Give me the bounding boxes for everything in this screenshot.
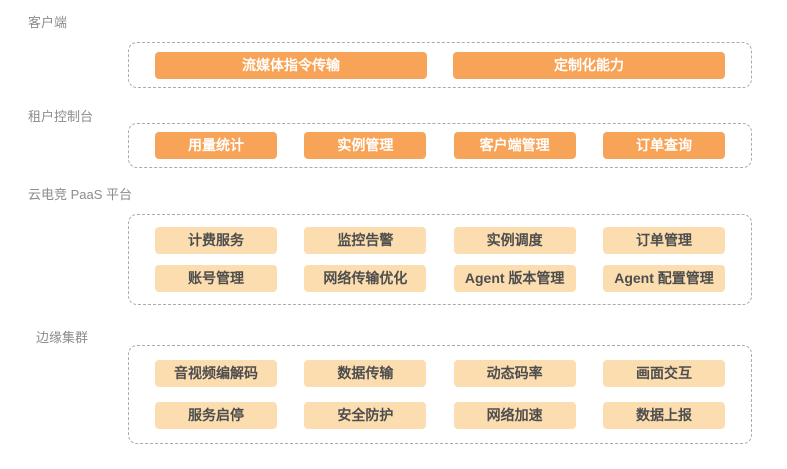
- module-button: 数据上报: [602, 401, 725, 429]
- module-button: 流媒体指令传输: [155, 51, 427, 79]
- section-label-tenant-console: 租户控制台: [28, 109, 94, 124]
- section-box-edge-cluster: 音视频编解码数据传输动态码率画面交互服务启停安全防护网络加速数据上报: [128, 345, 752, 444]
- module-button: 网络加速: [453, 401, 576, 429]
- module-button: 音视频编解码: [155, 360, 277, 388]
- module-button: Agent 配置管理: [602, 265, 725, 293]
- section-box-tenant-console: 用量统计实例管理客户端管理订单查询: [128, 123, 752, 168]
- section-label-client: 客户端: [28, 15, 68, 30]
- module-row: 流媒体指令传输定制化能力: [129, 51, 751, 79]
- module-button: 用量统计: [155, 132, 277, 159]
- module-row: 用量统计实例管理客户端管理订单查询: [129, 132, 751, 159]
- module-button: 定制化能力: [453, 51, 725, 79]
- module-button: 网络传输优化: [304, 265, 427, 293]
- module-button: 账号管理: [155, 265, 277, 293]
- module-button: 订单管理: [602, 226, 725, 254]
- section-box-client: 流媒体指令传输定制化能力: [128, 42, 752, 88]
- module-row: 账号管理网络传输优化 Agent 版本管理 Agent 配置管理: [129, 265, 751, 293]
- module-button: 数据传输: [304, 360, 427, 388]
- module-button: 实例管理: [304, 132, 427, 159]
- module-button: 动态码率: [453, 360, 576, 388]
- module-button: 画面交互: [602, 360, 725, 388]
- module-button: 订单查询: [602, 132, 725, 159]
- module-button: 客户端管理: [453, 132, 576, 159]
- module-button: 监控告警: [304, 226, 427, 254]
- module-button: 安全防护: [304, 401, 427, 429]
- module-button: Agent 版本管理: [453, 265, 576, 293]
- module-button: 实例调度: [453, 226, 576, 254]
- module-button: 服务启停: [155, 401, 277, 429]
- section-label-cloud-gaming-paas: 云电竞 PaaS 平台: [28, 187, 133, 202]
- section-label-edge-cluster: 边缘集群: [36, 330, 89, 345]
- module-button: 计费服务: [155, 226, 277, 254]
- module-row: 计费服务监控告警实例调度订单管理: [129, 226, 751, 254]
- section-box-cloud-gaming-paas: 计费服务监控告警实例调度订单管理账号管理网络传输优化 Agent 版本管理 Agen…: [128, 214, 752, 305]
- module-row: 服务启停安全防护网络加速数据上报: [129, 401, 751, 429]
- module-row: 音视频编解码数据传输动态码率画面交互: [129, 360, 751, 388]
